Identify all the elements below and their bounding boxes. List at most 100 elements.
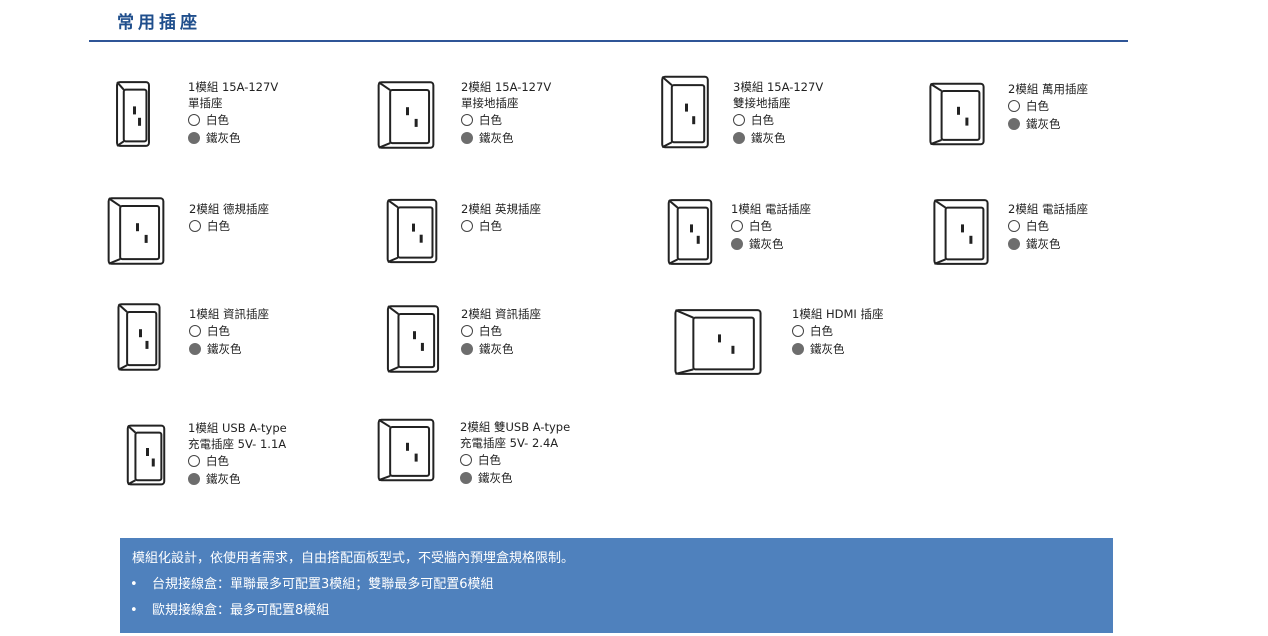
white-swatch-icon[interactable] xyxy=(1008,220,1020,232)
socket-icon xyxy=(126,424,166,486)
product-name: 1模組 HDMI 插座 xyxy=(792,307,884,321)
color-option[interactable]: 白色 xyxy=(1008,97,1088,115)
white-swatch-icon[interactable] xyxy=(461,114,473,126)
white-swatch-icon[interactable] xyxy=(461,325,473,337)
product-image xyxy=(662,304,774,380)
color-option[interactable]: 白色 xyxy=(461,111,551,129)
white-swatch-icon[interactable] xyxy=(188,455,200,467)
color-option[interactable]: 白色 xyxy=(188,111,278,129)
socket-icon xyxy=(377,81,435,149)
grey-swatch-icon[interactable] xyxy=(460,472,472,484)
color-label: 鐵灰色 xyxy=(810,342,845,356)
product-image xyxy=(655,70,715,154)
product-name: 2模組 英規插座 xyxy=(461,202,541,216)
product-image xyxy=(112,298,166,376)
grey-swatch-icon[interactable] xyxy=(1008,238,1020,250)
color-label: 白色 xyxy=(1026,99,1049,113)
color-option[interactable]: 鐵灰色 xyxy=(189,340,269,358)
white-swatch-icon[interactable] xyxy=(1008,100,1020,112)
color-option[interactable]: 白色 xyxy=(461,322,541,340)
color-option[interactable]: 白色 xyxy=(460,451,570,469)
color-option[interactable]: 白色 xyxy=(792,322,883,340)
white-swatch-icon[interactable] xyxy=(461,220,473,232)
color-option[interactable]: 白色 xyxy=(189,217,269,235)
grey-swatch-icon[interactable] xyxy=(733,132,745,144)
color-label: 鐵灰色 xyxy=(751,131,786,145)
socket-icon xyxy=(377,418,435,482)
product-image xyxy=(370,76,442,154)
color-option[interactable]: 鐵灰色 xyxy=(1008,115,1088,133)
grey-swatch-icon[interactable] xyxy=(792,343,804,355)
product-name: 2模組 萬用插座 xyxy=(1008,82,1088,96)
color-option[interactable]: 鐵灰色 xyxy=(731,235,811,253)
color-option[interactable]: 白色 xyxy=(188,452,287,470)
grey-swatch-icon[interactable] xyxy=(731,238,743,250)
bullet-text: 歐規接線盒：最多可配置8模組 xyxy=(152,603,330,618)
color-option[interactable]: 鐵灰色 xyxy=(460,469,570,487)
color-option[interactable]: 鐵灰色 xyxy=(188,470,287,488)
product-image xyxy=(926,194,996,270)
white-swatch-icon[interactable] xyxy=(188,114,200,126)
product-item: 2模組 德規插座白色 xyxy=(189,201,269,235)
product-item: 2模組 電話插座白色鐵灰色 xyxy=(1008,201,1088,253)
socket-icon xyxy=(386,305,440,373)
product-image xyxy=(122,420,170,490)
color-option[interactable]: 白色 xyxy=(1008,217,1088,235)
grey-swatch-icon[interactable] xyxy=(461,343,473,355)
product-subtitle: 單接地插座 xyxy=(461,96,519,110)
color-label: 鐵灰色 xyxy=(207,342,242,356)
info-box: 模組化設計，依使用者需求，自由搭配面板型式，不受牆內預埋盒規格限制。 •台規接線… xyxy=(120,538,1113,633)
socket-icon xyxy=(107,197,165,265)
white-swatch-icon[interactable] xyxy=(460,454,472,466)
grey-swatch-icon[interactable] xyxy=(189,343,201,355)
color-label: 白色 xyxy=(207,219,230,233)
color-label: 鐵灰色 xyxy=(479,342,514,356)
white-swatch-icon[interactable] xyxy=(189,325,201,337)
product-item: 2模組 15A-127V 單接地插座白色鐵灰色 xyxy=(461,79,551,147)
color-label: 白色 xyxy=(206,454,229,468)
title-divider xyxy=(89,40,1128,42)
socket-icon xyxy=(117,303,161,371)
grey-swatch-icon[interactable] xyxy=(188,132,200,144)
page-title: 常用插座 xyxy=(117,13,201,33)
color-label: 鐵灰色 xyxy=(478,471,513,485)
color-label: 白色 xyxy=(479,113,502,127)
product-image xyxy=(370,414,442,486)
color-option[interactable]: 白色 xyxy=(461,217,541,235)
color-label: 白色 xyxy=(1026,219,1049,233)
color-option[interactable]: 白色 xyxy=(189,322,269,340)
color-label: 白色 xyxy=(751,113,774,127)
color-label: 白色 xyxy=(749,219,772,233)
bullet-marker: • xyxy=(130,603,138,618)
grey-swatch-icon[interactable] xyxy=(461,132,473,144)
product-name: 1模組 USB A-type xyxy=(188,421,287,435)
color-option[interactable]: 鐵灰色 xyxy=(792,340,883,358)
grey-swatch-icon[interactable] xyxy=(188,473,200,485)
color-option[interactable]: 白色 xyxy=(733,111,823,129)
color-option[interactable]: 鐵灰色 xyxy=(1008,235,1088,253)
color-option[interactable]: 白色 xyxy=(731,217,811,235)
white-swatch-icon[interactable] xyxy=(792,325,804,337)
product-item: 2模組 萬用插座白色鐵灰色 xyxy=(1008,81,1088,133)
info-intro: 模組化設計，依使用者需求，自由搭配面板型式，不受牆內預埋盒規格限制。 xyxy=(132,551,575,566)
color-option[interactable]: 鐵灰色 xyxy=(461,129,551,147)
socket-icon xyxy=(674,309,762,375)
white-swatch-icon[interactable] xyxy=(731,220,743,232)
color-option[interactable]: 鐵灰色 xyxy=(733,129,823,147)
color-label: 白色 xyxy=(206,113,229,127)
product-name: 2模組 15A-127V xyxy=(461,80,552,94)
white-swatch-icon[interactable] xyxy=(189,220,201,232)
white-swatch-icon[interactable] xyxy=(733,114,745,126)
color-option[interactable]: 鐵灰色 xyxy=(461,340,541,358)
socket-icon xyxy=(386,198,438,264)
product-item: 1模組 HDMI 插座白色鐵灰色 xyxy=(792,306,883,358)
color-label: 白色 xyxy=(478,453,501,467)
product-name: 2模組 資訊插座 xyxy=(461,307,541,321)
grey-swatch-icon[interactable] xyxy=(1008,118,1020,130)
product-image xyxy=(112,76,154,152)
color-label: 鐵灰色 xyxy=(206,131,241,145)
color-label: 鐵灰色 xyxy=(206,472,241,486)
product-name: 2模組 德規插座 xyxy=(189,202,269,216)
product-name: 1模組 15A-127V xyxy=(188,80,279,94)
color-option[interactable]: 鐵灰色 xyxy=(188,129,278,147)
